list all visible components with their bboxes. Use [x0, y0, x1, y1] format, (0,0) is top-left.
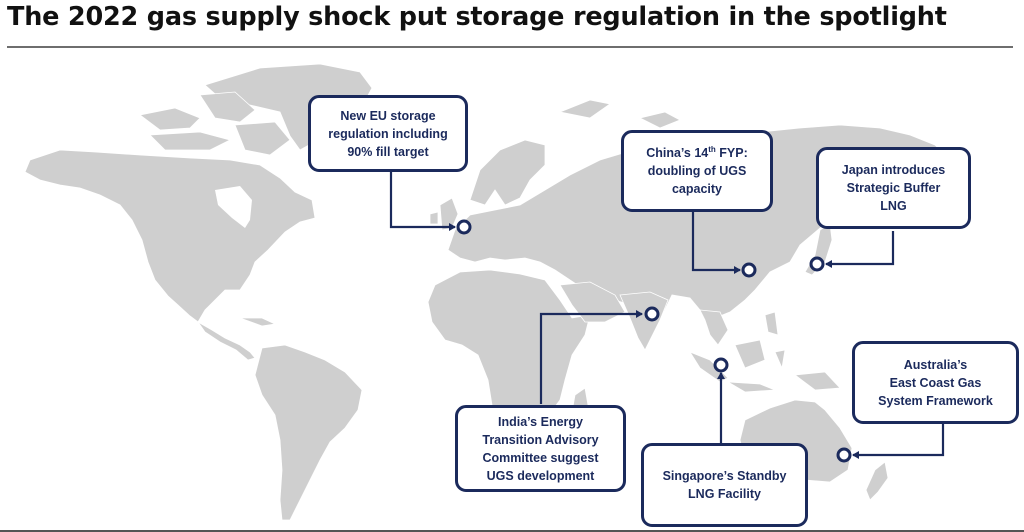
marker-australia	[836, 447, 852, 463]
callout-japan: Japan introduces Strategic Buffer LNG	[816, 147, 971, 229]
callout-eu-line: New EU storage	[340, 108, 436, 123]
callout-singapore-line: LNG Facility	[688, 487, 761, 501]
marker-japan	[809, 256, 825, 272]
callout-china-line: China’s 14th FYP:	[646, 144, 748, 160]
callout-india-line: Committee suggest	[482, 450, 599, 465]
callout-australia: Australia’s East Coast Gas System Framew…	[852, 341, 1019, 424]
callout-japan-line: Strategic Buffer	[846, 181, 941, 195]
callout-india: India’s Energy Transition Advisory Commi…	[455, 405, 626, 492]
callout-japan-line: Japan introduces	[841, 163, 946, 177]
marker-china	[741, 262, 757, 278]
callout-eu-line: 90% fill target	[347, 144, 429, 159]
bottom-border	[0, 530, 1024, 532]
location-markers	[456, 219, 852, 463]
connector-china	[691, 212, 741, 274]
callout-eu: New EU storage regulation including 90% …	[308, 95, 468, 172]
callout-india-line: India’s Energy	[498, 414, 583, 429]
north-america	[24, 149, 316, 323]
marker-india	[644, 306, 660, 322]
connector-lines	[389, 170, 945, 459]
callout-singapore-line: Singapore’s Standby	[662, 469, 787, 483]
page-title: The 2022 gas supply shock put storage re…	[7, 2, 947, 32]
connector-australia	[852, 424, 945, 459]
connector-india	[539, 310, 643, 404]
callout-india-line: Transition Advisory	[482, 432, 599, 447]
callout-china-line: doubling of UGS	[647, 164, 747, 178]
callout-australia-line: East Coast Gas	[889, 375, 982, 390]
callout-australia-line: Australia’s	[903, 357, 968, 372]
callout-singapore: Singapore’s Standby LNG Facility	[641, 443, 808, 527]
connector-eu	[389, 170, 456, 231]
title-divider	[7, 46, 1013, 48]
callout-australia-line: System Framework	[878, 393, 993, 408]
india	[619, 291, 669, 351]
callout-india-line: UGS development	[486, 468, 595, 483]
connector-japan	[825, 231, 895, 268]
callout-eu-line: regulation including	[328, 126, 448, 141]
south-america	[254, 344, 363, 521]
callout-japan-line: LNG	[880, 199, 907, 213]
callout-china-line: capacity	[671, 182, 722, 196]
callout-china: China’s 14th FYP: doubling of UGS capaci…	[621, 130, 773, 212]
marker-eu	[456, 219, 472, 235]
marker-singapore	[713, 357, 729, 373]
